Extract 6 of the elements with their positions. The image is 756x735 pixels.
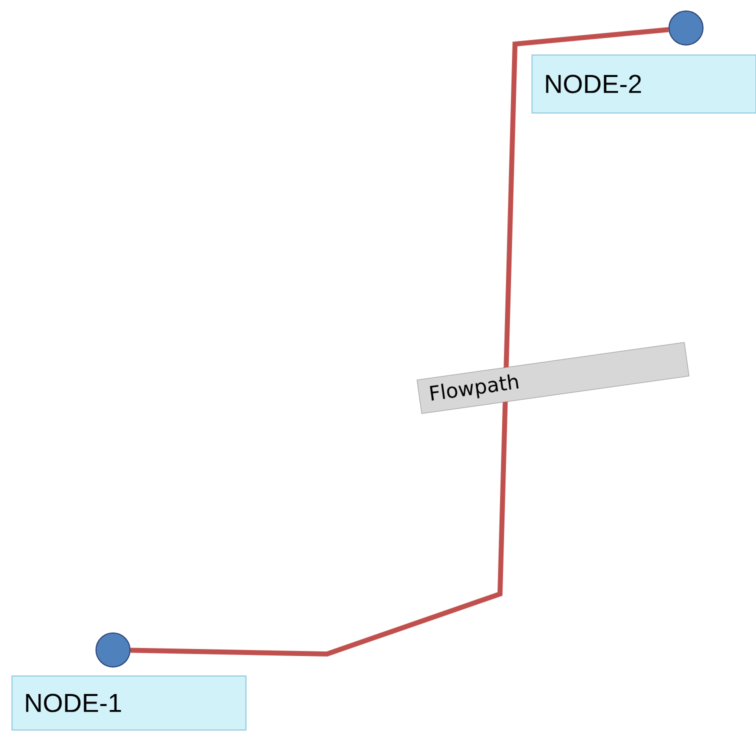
label-box: NODE-1 bbox=[12, 675, 246, 730]
label-box: NODE-2 bbox=[532, 54, 756, 114]
edge-label: Flowpath bbox=[416, 342, 690, 414]
endpoint-dot bbox=[96, 632, 130, 668]
flow-line bbox=[130, 27, 669, 656]
endpoint-dot bbox=[668, 10, 704, 46]
